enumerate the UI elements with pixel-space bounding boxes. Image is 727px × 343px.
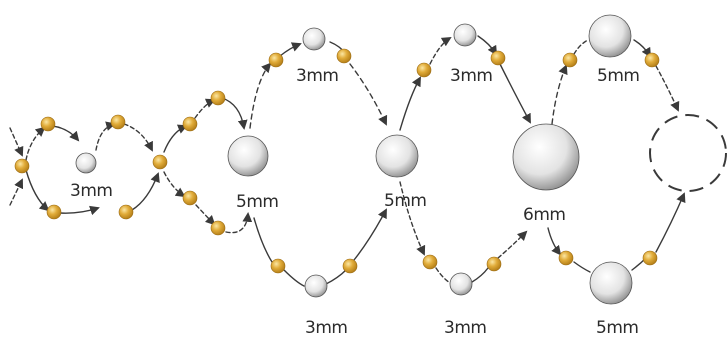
seed-bead	[41, 117, 55, 131]
size-label: 5mm	[384, 191, 426, 211]
thread-arc-top4	[350, 64, 386, 124]
thread-loop3-f	[226, 214, 248, 233]
thread-loop1-lower2	[60, 208, 98, 213]
thread-arc-bot8	[498, 232, 526, 258]
seed-bead	[211, 221, 225, 235]
thread-arc-bot1	[254, 218, 272, 262]
thread-arc-top5	[400, 78, 420, 130]
thread-loop3-a	[164, 126, 186, 152]
thread-arc-bot9	[548, 228, 560, 254]
seed-bead	[417, 63, 431, 77]
size-label: 3mm	[70, 181, 112, 201]
thread-arc-bot10	[574, 262, 590, 272]
seed-bead	[153, 155, 167, 169]
seed-bead	[343, 259, 357, 273]
thread-loop3-c	[222, 98, 244, 128]
thread-arc-bot2	[284, 270, 304, 286]
thread-loop3-e	[196, 205, 214, 224]
seed-bead	[211, 91, 225, 105]
thread-entry-bottom	[10, 180, 22, 205]
size-label: 5mm	[597, 66, 639, 86]
thread-arc-top9	[552, 66, 566, 124]
thread-arc-top2	[280, 44, 300, 56]
thread-arc-bot4	[354, 210, 386, 260]
seed-bead	[47, 205, 61, 219]
thread-arc-top6	[430, 38, 450, 64]
pearl-5mm	[589, 15, 631, 57]
size-label: 3mm	[305, 318, 347, 338]
seed-bead	[271, 259, 285, 273]
thread-loop3-d	[164, 172, 184, 196]
pearl-3mm	[303, 28, 325, 50]
seed-bead	[337, 49, 351, 63]
thread-loop1-upper	[26, 128, 44, 160]
seed-bead	[183, 191, 197, 205]
seed-bead	[645, 53, 659, 67]
seed-bead	[15, 159, 29, 173]
seed-bead	[491, 51, 505, 65]
pearl-3mm	[450, 273, 472, 295]
size-label: 5mm	[596, 318, 638, 338]
thread-arc-top7	[478, 36, 496, 54]
thread-entry-top	[10, 128, 22, 155]
size-label: 6mm	[523, 205, 565, 225]
pearl-5mm	[590, 262, 632, 304]
seed-bead	[119, 205, 133, 219]
thread-loop3-b	[195, 100, 214, 118]
thread-loop2-upper	[96, 124, 114, 150]
size-label: 3mm	[444, 318, 486, 338]
thread-arc-bot3	[326, 270, 346, 284]
size-label: 3mm	[296, 66, 338, 86]
thread-arc-top8	[500, 64, 530, 122]
thread-loop1-upper2	[52, 126, 78, 140]
seed-bead	[183, 117, 197, 131]
thread-arc-bot12	[656, 194, 684, 252]
seed-bead	[643, 251, 657, 265]
thread-arc-top10	[574, 40, 588, 54]
thread-loop2-upper2	[124, 124, 152, 150]
seed-bead	[563, 53, 577, 67]
seed-bead	[269, 53, 283, 67]
seed-bead	[423, 255, 437, 269]
thread-arc-bot6	[436, 268, 452, 284]
pearl-5mm	[228, 136, 268, 176]
pearl-6mm	[513, 124, 579, 190]
thread-paths	[10, 36, 684, 286]
thread-arc-bot7	[472, 268, 488, 282]
thread-loop1-lower	[26, 170, 48, 210]
seed-bead	[559, 251, 573, 265]
pearl-5mm	[376, 135, 418, 177]
seed-bead	[487, 257, 501, 271]
thread-arc-top12	[656, 66, 678, 110]
size-label: 5mm	[236, 192, 278, 212]
pearl-placeholder	[650, 115, 726, 191]
pearl-3mm	[454, 24, 476, 46]
pearls	[76, 15, 726, 304]
thread-loop2-lower	[132, 174, 158, 210]
size-labels: 3mm 5mm 3mm 5mm 3mm 3mm 6mm 5mm 3mm 5mm	[70, 66, 639, 338]
thread-arc-top11	[634, 40, 650, 56]
seed-bead	[111, 115, 125, 129]
pearl-3mm	[305, 275, 327, 297]
pearl-3mm	[76, 153, 96, 173]
thread-arc-top1	[250, 64, 270, 128]
size-label: 3mm	[450, 66, 492, 86]
